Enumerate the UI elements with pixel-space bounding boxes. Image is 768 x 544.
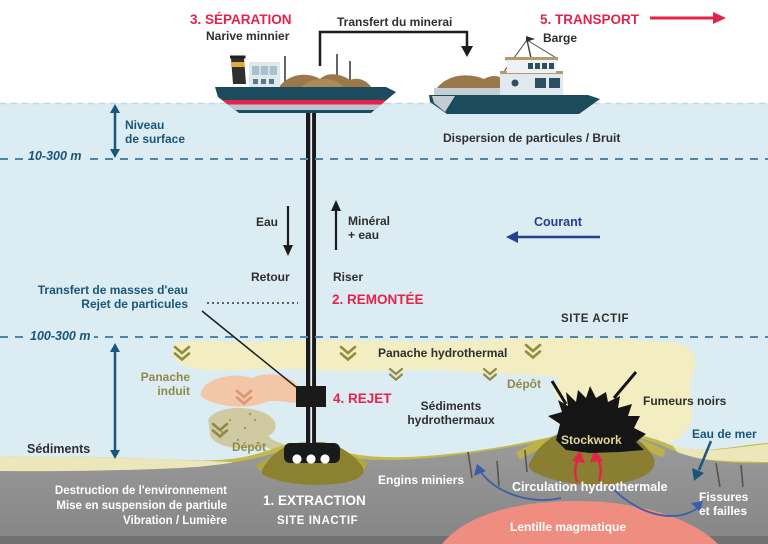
circulation-arcs <box>474 464 703 517</box>
chevron-marks <box>173 343 542 439</box>
panache-hydrothermal-label: Panache hydrothermal <box>378 346 508 360</box>
circulation-red-arrows <box>572 450 603 483</box>
retour-label: Retour <box>251 270 290 284</box>
site-inactif-label: SITE INACTIF <box>277 515 359 527</box>
eau-de-mer-arrow-icon <box>692 440 713 481</box>
seafloor <box>0 426 768 544</box>
courant-label: Courant <box>534 215 582 229</box>
step-separation-title: 3. SÉPARATION <box>190 12 292 27</box>
fissure-marks <box>467 449 744 488</box>
deposit-plume-shape <box>208 407 300 454</box>
black-smoker-illustration <box>548 371 646 453</box>
mining-vessel-illustration <box>215 54 396 113</box>
riser-label: Riser <box>333 270 364 284</box>
ore-transfer-arrow-icon <box>318 30 473 66</box>
fumeurs-noirs-label: Fumeurs noirs <box>643 394 727 408</box>
fissures-label: Fissures et failles <box>699 490 749 519</box>
transfert-masses-label: Transfert de masses d'eau Rejet de parti… <box>37 283 188 312</box>
barge-illustration <box>429 36 600 114</box>
eau-de-mer-label: Eau de mer <box>692 427 757 441</box>
site-actif-label: SITE ACTIF <box>561 313 630 325</box>
depth-marker-bottom: 100-300 m <box>26 329 95 344</box>
ore-transfer-label: Transfert du minerai <box>337 15 453 29</box>
dispersion-label: Dispersion de particules / Bruit <box>443 131 621 145</box>
eau-down-arrow-icon <box>283 206 293 256</box>
sediments-label: Sédiments <box>27 442 91 456</box>
lentille-label: Lentille magmatique <box>510 520 627 534</box>
induced-plume-shape <box>200 374 306 407</box>
depth-marker-surface: 10-300 m <box>24 149 86 164</box>
pointer-lines <box>201 302 298 388</box>
depot-haut-label: Dépôt <box>507 377 541 391</box>
step-remontee-title: 2. REMONTÉE <box>332 292 424 307</box>
engins-miniers-label: Engins miniers <box>378 473 465 487</box>
mineral-up-arrow-icon <box>331 200 341 250</box>
panache-induit-label: Panache induit <box>140 370 190 399</box>
step-transport-title: 5. TRANSPORT <box>540 12 640 27</box>
transport-arrow-icon <box>650 12 726 24</box>
step-separation-sub: Narive minnier <box>206 29 290 43</box>
surface-depth-arrow <box>110 104 120 158</box>
surface-level-label: Niveau de surface <box>125 118 186 147</box>
step-extraction-title: 1. EXTRACTION <box>263 493 366 508</box>
courant-arrow-icon <box>506 231 600 243</box>
depot-bas-label: Dépôt <box>232 440 266 454</box>
step-transport-sub: Barge <box>543 31 578 45</box>
stockwork-label: Stockwork <box>561 433 622 447</box>
circulation-label: Circulation hydrothermale <box>512 480 668 494</box>
impacts-list: Destruction de l'environnement Mise en s… <box>54 485 227 527</box>
collector-machine <box>284 443 340 464</box>
eau-label: Eau <box>256 215 279 229</box>
discharge-box <box>296 386 326 407</box>
step-rejet-title: 4. REJET <box>333 391 392 406</box>
mineral-eau-label: Minéral + eau <box>348 214 391 243</box>
sediments-depth-arrow <box>110 343 120 459</box>
sediments-hydrothermaux-label: Sédiments hydrothermaux <box>407 399 495 428</box>
riser-pipe <box>306 110 316 448</box>
